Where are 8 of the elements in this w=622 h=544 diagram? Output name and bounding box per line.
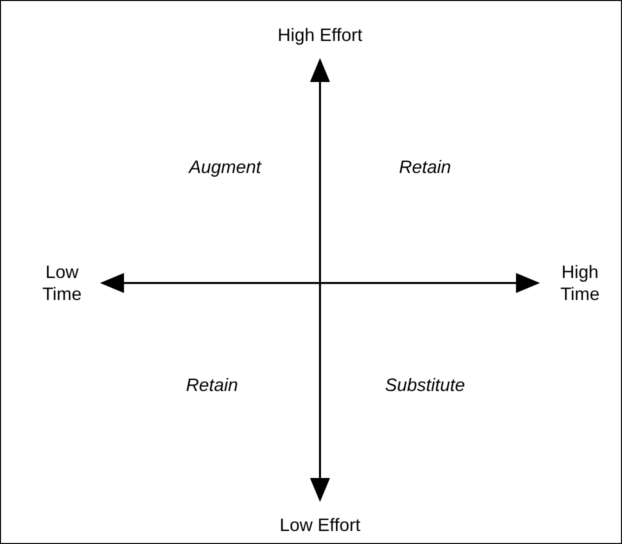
quadrant-label: Substitute [384, 374, 466, 396]
axis-label: High Time [559, 261, 601, 305]
axis-label: Low Effort [280, 514, 360, 536]
quadrant-label: Retain [398, 156, 452, 178]
quadrant-label: Augment [188, 156, 262, 178]
axis-label: Low Time [41, 261, 83, 305]
quadrant-label: Retain [186, 374, 238, 396]
axis-label: High Effort [278, 24, 362, 46]
